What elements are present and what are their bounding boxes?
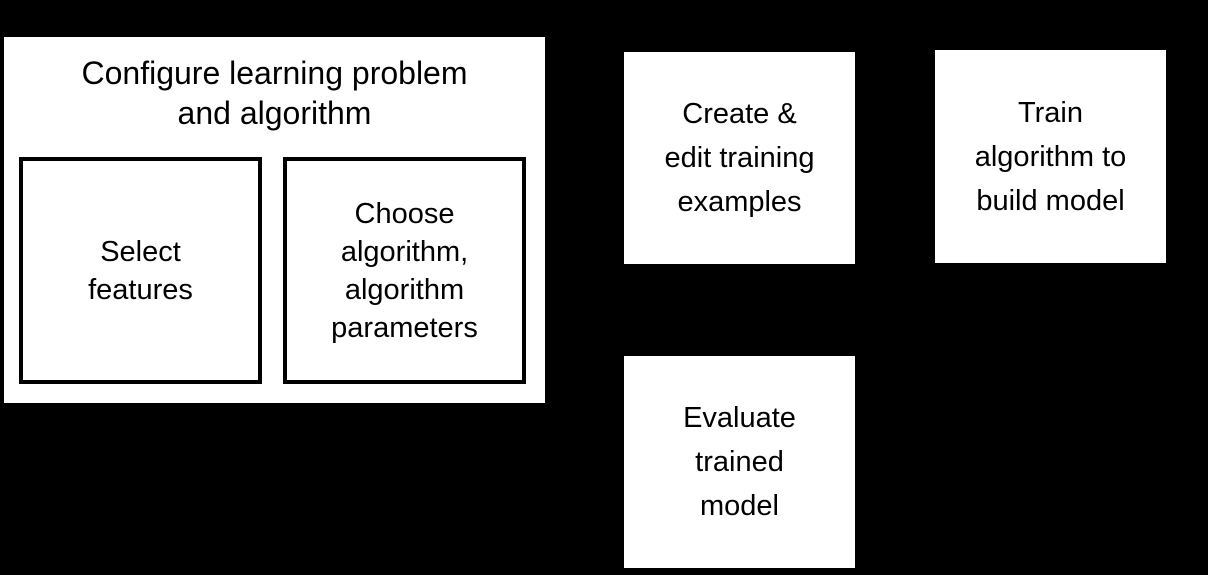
choose-algorithm-box[interactable]: Choose algorithm, algorithm parameters xyxy=(283,157,526,384)
configure-learning-problem-group[interactable]: Configure learning problem and algorithm… xyxy=(4,37,545,403)
evaluate-trained-model-label: Evaluate trained model xyxy=(683,402,796,522)
create-edit-training-examples-label: Create & edit training examples xyxy=(664,98,815,218)
group-title: Configure learning problem and algorithm xyxy=(81,55,468,131)
train-algorithm-box[interactable]: Train algorithm to build model xyxy=(935,50,1166,263)
select-features-label: Select features xyxy=(88,235,193,306)
evaluate-trained-model-box[interactable]: Evaluate trained model xyxy=(624,356,855,568)
train-algorithm-label: Train algorithm to build model xyxy=(974,96,1127,217)
create-edit-training-examples-box[interactable]: Create & edit training examples xyxy=(624,52,855,264)
choose-algorithm-label: Choose algorithm, algorithm parameters xyxy=(331,197,478,344)
select-features-box[interactable]: Select features xyxy=(19,157,262,384)
